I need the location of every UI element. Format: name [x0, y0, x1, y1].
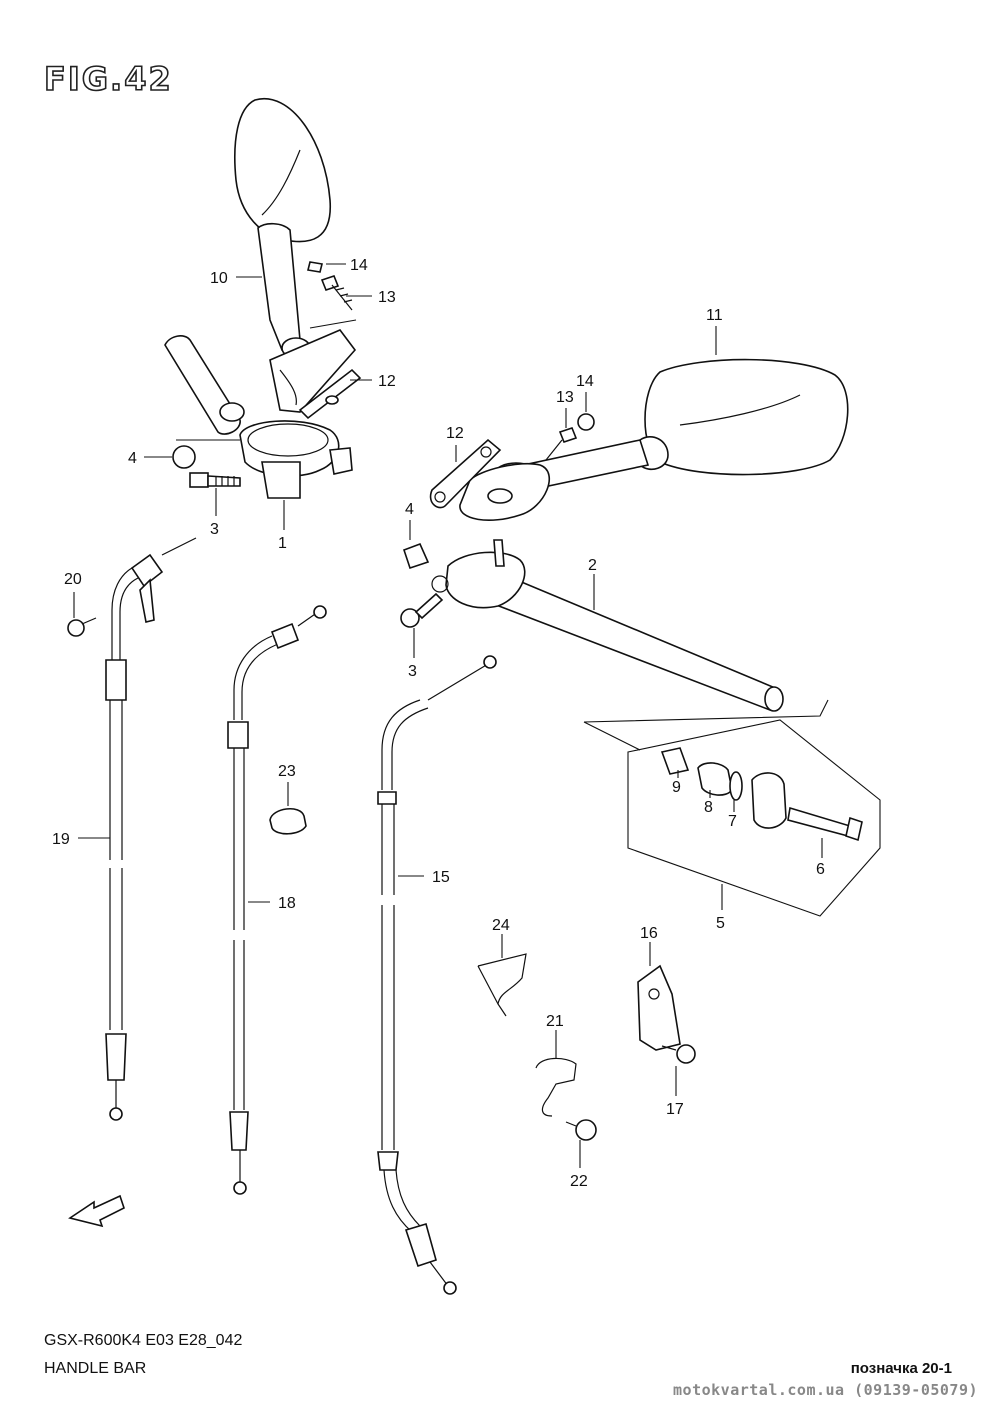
bracket-bolt: [661, 1044, 696, 1064]
callout-4-right: 4: [405, 501, 414, 518]
callout-2: 2: [588, 557, 597, 574]
left-clutch-holder: [164, 335, 353, 499]
callout-17: 17: [666, 1101, 684, 1118]
callout-19: 19: [52, 831, 70, 848]
callout-11: 11: [706, 307, 723, 324]
left-screw: [320, 275, 353, 311]
balancer-weight: [751, 772, 787, 829]
callout-9: 9: [672, 779, 681, 796]
balancer-assembly-box: [583, 699, 881, 917]
clamp-screw: [565, 1119, 597, 1141]
throttle-cable-no2: [227, 605, 327, 1195]
left-weight-cap: [172, 445, 196, 469]
callout-18: 18: [278, 895, 296, 912]
callout-8: 8: [704, 799, 713, 816]
callout-22: 22: [570, 1173, 588, 1190]
right-mirror-bracket: [429, 438, 502, 509]
callout-labels: 10 14 13 12 11 14 13 12 4 3 1 4 2 3 20 1…: [52, 257, 825, 1190]
callout-3-left: 3: [210, 521, 219, 538]
balancer-spacer: [697, 762, 733, 796]
callout-10: 10: [210, 270, 228, 287]
callout-12-left: 12: [378, 373, 396, 390]
callout-23: 23: [278, 763, 296, 780]
left-clamp-bolt: [189, 472, 241, 488]
callout-12-right: 12: [446, 425, 464, 442]
model-code: GSX-R600K4 E03 E28_042: [44, 1332, 243, 1349]
callout-15: 15: [432, 869, 450, 886]
website-watermark: motokvartal.com.ua (09139-05079): [673, 1381, 978, 1399]
cable-guide-clip: [477, 953, 527, 1017]
wire-clamp: [535, 1057, 577, 1117]
callout-4-left: 4: [128, 450, 137, 467]
right-screw: [545, 427, 578, 461]
cable-clamp: [269, 808, 307, 835]
assembly-name: HANDLE BAR: [44, 1360, 147, 1377]
clutch-cable: [105, 537, 197, 1121]
callout-6: 6: [816, 861, 825, 878]
callout-1: 1: [278, 535, 287, 552]
callout-20: 20: [64, 571, 82, 588]
throttle-cable-no1: [377, 655, 497, 1295]
clutch-cable-screw: [67, 617, 97, 637]
callout-13-right: 13: [556, 389, 574, 406]
balancer-washer: [729, 771, 743, 801]
callout-14-left: 14: [350, 257, 368, 274]
cable-guide-bracket: [637, 964, 681, 1051]
callout-16: 16: [640, 925, 658, 942]
leader-lines: [73, 263, 823, 1168]
front-direction-arrow-icon: [68, 1194, 125, 1228]
right-weight-cap: [402, 542, 430, 570]
callout-7: 7: [728, 813, 737, 830]
left-mirror-bracket: [298, 368, 362, 420]
callout-24: 24: [492, 917, 510, 934]
right-mirror: [459, 358, 849, 521]
fig-title: FIG.42: [43, 59, 173, 99]
callout-5: 5: [716, 915, 725, 932]
callout-13-left: 13: [378, 289, 396, 306]
reference-note: позначка 20-1: [850, 1360, 952, 1377]
callout-21: 21: [546, 1013, 564, 1030]
right-handlebar: [445, 539, 784, 712]
left-mirror: [234, 97, 357, 413]
balancer-nut: [660, 747, 690, 775]
callout-3-right: 3: [408, 663, 417, 680]
callout-14-right: 14: [576, 373, 594, 390]
left-pin: [307, 261, 323, 273]
right-clamp-bolt: [400, 575, 449, 628]
balancer-bolt: [787, 806, 863, 842]
right-pin: [577, 413, 595, 431]
